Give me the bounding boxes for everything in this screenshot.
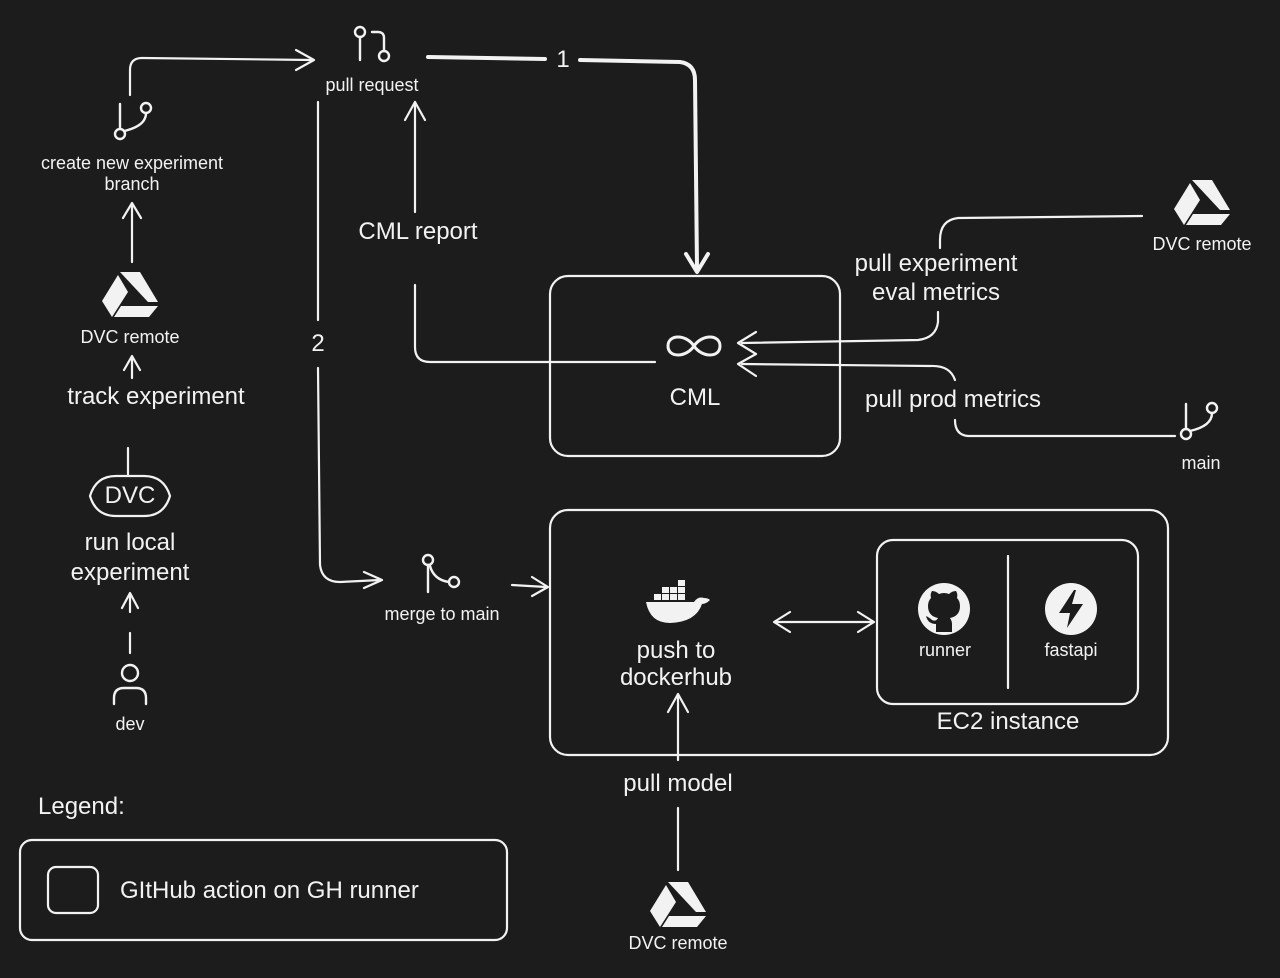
arrow-branch-to-pr	[128, 56, 314, 97]
infinity-icon	[666, 335, 722, 357]
dev-label: dev	[115, 714, 145, 734]
track-experiment-label: track experiment	[67, 383, 245, 410]
run-local-label: run local experiment	[70, 529, 190, 586]
legend-item-label: GItHub action on GH runner	[120, 877, 419, 904]
github-icon	[918, 583, 970, 635]
arrow-exp-metrics	[938, 214, 1144, 250]
main-label: main	[1181, 453, 1221, 473]
legend-swatch	[46, 865, 100, 915]
google-drive-icon	[1174, 180, 1230, 225]
fastapi-bolt-icon	[1045, 583, 1097, 635]
dvc-remote-left-label: DVC remote	[80, 327, 180, 347]
google-drive-icon	[650, 882, 706, 927]
pull-exp-metrics-label: pull experiment eval metrics	[854, 250, 1018, 306]
git-pull-request-icon	[353, 25, 391, 63]
cml-box	[548, 274, 842, 458]
legend-title: Legend:	[38, 793, 125, 820]
ec2-box	[875, 538, 1140, 706]
arrow-prod-metrics	[953, 418, 1177, 438]
merge-to-main-label: merge to main	[384, 604, 500, 624]
user-icon	[112, 663, 148, 706]
pull-model-label: pull model	[623, 770, 733, 797]
create-branch-label: create new experiment branch	[40, 153, 224, 194]
cml-report-label: CML report	[358, 218, 478, 245]
push-dockerhub-label: push to dockerhub	[619, 637, 733, 691]
arrow-cml-to-pr	[413, 283, 657, 364]
dvc-logo-text: DVC	[104, 482, 156, 509]
arrow-merge-to-deploy	[510, 583, 548, 589]
step-2-label: 2	[311, 330, 325, 357]
deploy-box	[548, 508, 1170, 757]
docker-whale-icon	[646, 580, 710, 623]
google-drive-icon	[102, 272, 158, 317]
git-merge-icon	[421, 553, 461, 594]
fastapi-label: fastapi	[1044, 640, 1098, 660]
pull-prod-metrics-label: pull prod metrics	[864, 386, 1042, 413]
dvc-remote-bottom-label: DVC remote	[628, 933, 728, 953]
legend-box	[18, 838, 509, 942]
runner-label: runner	[918, 640, 972, 660]
dvc-remote-right-label: DVC remote	[1152, 234, 1252, 254]
ec2-instance-label: EC2 instance	[936, 708, 1080, 735]
step-1-label: 1	[556, 46, 570, 73]
git-branch-icon	[1179, 401, 1219, 441]
pull-request-label: pull request	[325, 75, 419, 95]
arrow-pr-to-cml	[426, 55, 547, 61]
dvc-logo	[88, 474, 172, 518]
git-branch-icon	[113, 101, 153, 141]
cml-label: CML	[669, 384, 721, 411]
